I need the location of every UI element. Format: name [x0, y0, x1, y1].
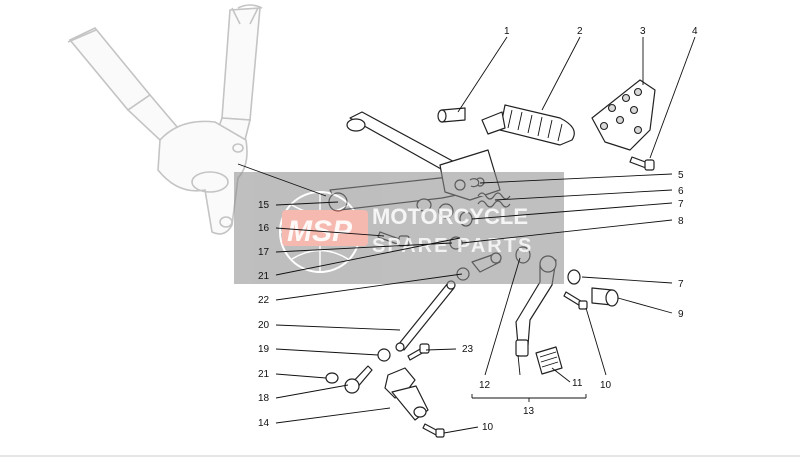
callout-1: 1	[504, 26, 510, 37]
leader-lines	[237, 36, 696, 434]
part-23-screw	[407, 343, 430, 361]
callout-labels: 1 2 3 4 5 6 7 8 7 9 10 11 12 13 15 16 17…	[258, 26, 698, 433]
part-11-pedal-rubber	[535, 346, 563, 375]
part-19-nut	[377, 348, 391, 362]
watermark	[234, 172, 564, 284]
callout-10b: 10	[482, 422, 494, 433]
part-3-heel-guard	[591, 79, 656, 151]
part-14-shaft-lever	[384, 367, 429, 421]
callout-2: 2	[577, 26, 583, 37]
callout-4: 4	[692, 26, 698, 37]
callout-19: 19	[258, 344, 270, 355]
callout-20: 20	[258, 320, 270, 331]
part-10-screw	[563, 291, 588, 310]
part-1-bolt	[437, 107, 466, 123]
part-2-footpeg-rubber	[481, 104, 575, 146]
callout-18: 18	[258, 393, 270, 404]
callout-21b: 21	[258, 369, 270, 380]
part-9-pin	[591, 287, 619, 307]
callout-16: 16	[258, 223, 270, 234]
callout-12: 12	[479, 380, 491, 391]
callout-6: 6	[678, 186, 684, 197]
callout-5: 5	[678, 170, 684, 181]
callout-7a: 7	[678, 199, 684, 210]
callout-15: 15	[258, 200, 270, 211]
part-4-screw	[629, 156, 655, 171]
part-20-shift-rod	[395, 280, 456, 352]
part-10-screw-2	[422, 423, 445, 438]
callout-10a: 10	[600, 380, 612, 391]
callout-13: 13	[523, 406, 535, 417]
callout-21a: 21	[258, 271, 270, 282]
part-21-bush-2	[325, 372, 339, 384]
callout-14: 14	[258, 418, 270, 429]
callout-17: 17	[258, 247, 270, 258]
callout-8: 8	[678, 216, 684, 227]
frame-outline	[67, 4, 263, 235]
callout-3: 3	[640, 26, 646, 37]
part-7-oring-2	[567, 269, 581, 285]
part-18-rod-end	[344, 365, 373, 394]
callout-23: 23	[462, 344, 474, 355]
callout-11: 11	[572, 378, 583, 389]
callout-22: 22	[258, 295, 270, 306]
callout-9: 9	[678, 309, 684, 320]
callout-7b: 7	[678, 279, 684, 290]
watermark-line-2: SPARE PARTS	[372, 235, 533, 257]
